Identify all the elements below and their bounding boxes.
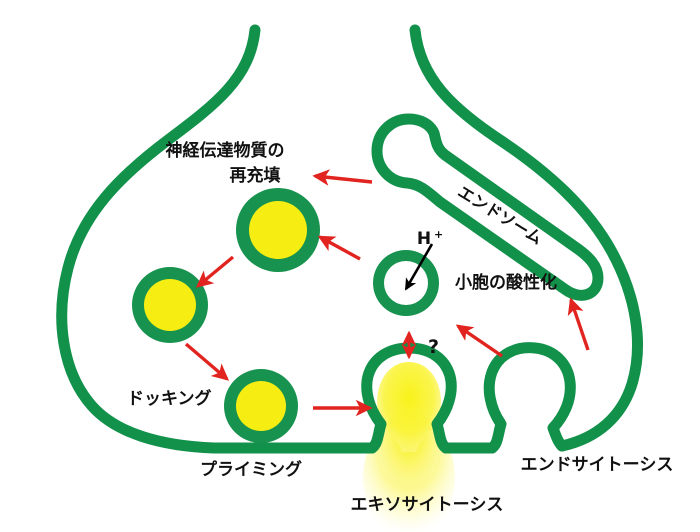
label-proton-superscript: + (434, 228, 443, 241)
label-exocytosis: エキソサイトーシス (351, 495, 504, 515)
endosome-compartment (371, 113, 604, 301)
label-refill-line2: 再充填 (230, 165, 281, 186)
arrow-endosome-to-refill (312, 169, 373, 186)
recycled-vesicle (132, 267, 208, 343)
refilling-vesicle (236, 188, 320, 272)
proton-influx-arrow (404, 243, 434, 291)
label-refill-line1: 神経伝達物質の (166, 140, 285, 161)
presynaptic-membrane (56, 24, 643, 454)
label-question: ? (428, 336, 439, 358)
arrow-recycle-to-docking (184, 342, 230, 381)
fusion-pore-lumen (377, 362, 441, 452)
vesicle-group (132, 188, 439, 443)
docked-vesicle (224, 369, 298, 443)
label-endocytosis: エンドサイトーシス (521, 455, 674, 475)
arrow-refill-to-recycle (195, 255, 235, 288)
arrow-acidify-to-refill (317, 235, 361, 261)
label-docking: ドッキング (127, 388, 212, 409)
cycle-arrows (184, 169, 590, 417)
label-priming: プライミング (200, 459, 302, 480)
acidifying-vesicle (373, 250, 439, 316)
arrow-exocytosis-to-acidify (455, 324, 503, 358)
label-proton: H (417, 229, 431, 249)
arrow-endocytosis-to-endosome (567, 297, 590, 351)
label-acidification: 小胞の酸性化 (455, 272, 557, 293)
